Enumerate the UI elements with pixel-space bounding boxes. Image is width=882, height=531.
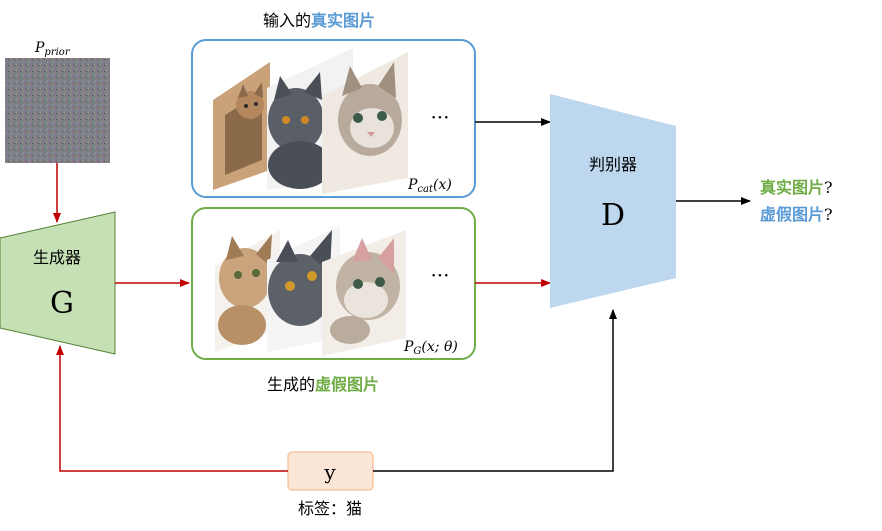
- fake-cat-image-3: [322, 230, 406, 356]
- discriminator-letter: D: [601, 198, 625, 233]
- generator-cn-label: 生成器: [33, 248, 81, 267]
- label-caption: 标签：猫: [298, 499, 362, 518]
- real-cat-image-2: [267, 48, 353, 190]
- real-distribution-label: Pcat(x): [407, 177, 452, 195]
- fake-cat-image-2: [267, 226, 340, 352]
- real-ellipsis: ···: [430, 105, 449, 129]
- prior-label: Pprior: [34, 40, 71, 58]
- arrow-label-to-discriminator: [373, 309, 617, 472]
- real-cat-image-1: [213, 62, 270, 190]
- fake-ellipsis: ···: [430, 263, 449, 287]
- discriminator-cn-label: 判别器: [589, 155, 637, 174]
- discriminator-shape: [550, 94, 676, 308]
- generator-shape: [0, 211, 116, 355]
- noise-image: [5, 58, 110, 163]
- fake-images-title: 生成的虚假图片: [267, 375, 379, 394]
- real-images-title: 输入的真实图片: [263, 11, 375, 30]
- output-real: 真实图片?: [760, 178, 833, 197]
- generator-letter: G: [50, 286, 74, 321]
- output-fake: 虚假图片?: [760, 205, 833, 224]
- label-letter: y: [323, 460, 336, 484]
- arrow-label-to-generator: [56, 345, 288, 472]
- fake-cat-image-1: [215, 230, 280, 352]
- real-cat-image-3: [322, 52, 408, 194]
- fake-distribution-label: PG(x; θ): [403, 339, 458, 357]
